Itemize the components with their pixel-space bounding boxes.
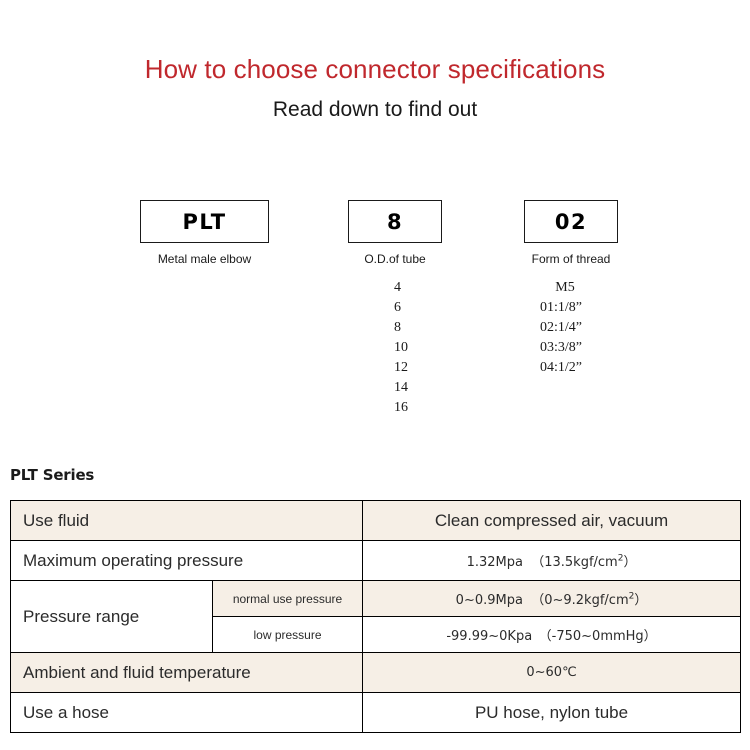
page-header: How to choose connector specifications R… (0, 0, 750, 121)
spec-value-suffix: ） (634, 593, 648, 608)
spec-value-mid: （0~9.2kgf/cm (531, 593, 629, 608)
table-row: Maximum operating pressure 1.32Mpa （13.5… (9, 540, 742, 581)
code-option: 02:1/4” (540, 320, 582, 335)
code-option: 03:3/8” (540, 340, 582, 355)
spec-value-suffix: ） (623, 555, 637, 570)
code-caption-tube: O.D.of tube (364, 252, 426, 266)
spec-value: 0~0.9Mpa （0~9.2kgf/cm2） (362, 580, 742, 617)
spec-value-sup: 2 (617, 553, 624, 564)
specification-table: Use fluid Clean compressed air, vacuum M… (9, 500, 742, 733)
table-row: Ambient and fluid temperature 0~60℃ (9, 652, 742, 693)
spec-value: -99.99~0Kpa （-750~0mmHg） (362, 616, 742, 653)
code-options-thread: M5 01:1/8” 02:1/4” 03:3/8” 04:1/2” (524, 266, 618, 378)
code-option: 12 (394, 360, 408, 375)
spec-label: Ambient and fluid temperature (9, 652, 364, 693)
page-title: How to choose connector specifications (144, 54, 606, 84)
spec-sublabel: normal use pressure (211, 580, 364, 617)
code-option: M5 (555, 280, 575, 295)
spec-value: 1.32Mpa （13.5kgf/cm2） (362, 540, 742, 581)
code-column-series: PLT Metal male elbow (140, 200, 269, 266)
spec-value: Clean compressed air, vacuum (362, 500, 742, 541)
spec-label: Use a hose (9, 692, 364, 733)
code-option: 8 (394, 320, 401, 335)
code-option: 01:1/8” (540, 300, 582, 315)
code-option: 14 (394, 380, 408, 395)
table-row: Pressure range normal use pressure 0~0.9… (10, 580, 742, 653)
code-value-thread: 02 (554, 209, 588, 234)
code-option: 10 (394, 340, 408, 355)
series-label: PLT Series (10, 466, 95, 484)
code-option: 4 (394, 280, 401, 295)
code-box-thread: 02 (524, 200, 618, 243)
spec-value: PU hose, nylon tube (362, 692, 742, 733)
code-box-series: PLT (140, 200, 269, 243)
code-value-tube: 8 (386, 209, 404, 234)
spec-value-sup: 2 (628, 591, 635, 602)
spec-value-prefix: 0~0.9Mpa (455, 593, 523, 608)
code-box-tube: 8 (348, 200, 442, 243)
code-column-thread: 02 Form of thread M5 01:1/8” 02:1/4” 03:… (524, 200, 618, 378)
code-value-series: PLT (182, 209, 227, 234)
spec-value-prefix: 1.32Mpa (466, 555, 523, 570)
code-column-tube: 8 O.D.of tube 4 6 8 10 12 14 16 (348, 200, 442, 418)
spec-label: Use fluid (9, 500, 364, 541)
code-caption-series: Metal male elbow (157, 252, 252, 266)
spec-label: Pressure range (10, 580, 213, 653)
table-row: Use fluid Clean compressed air, vacuum (9, 500, 742, 541)
table-row: Use a hose PU hose, nylon tube (9, 692, 742, 733)
spec-value-mid: （13.5kgf/cm (531, 555, 618, 570)
spec-sublabel: low pressure (211, 616, 364, 653)
code-caption-thread: Form of thread (531, 252, 611, 266)
spec-value: 0~60℃ (362, 652, 742, 693)
code-option: 16 (394, 400, 408, 415)
spec-label: Maximum operating pressure (9, 540, 364, 581)
code-options-tube: 4 6 8 10 12 14 16 (348, 266, 442, 418)
code-option: 04:1/2” (540, 360, 582, 375)
page-subtitle: Read down to find out (272, 97, 478, 121)
code-option: 6 (394, 300, 401, 315)
code-breakdown: PLT Metal male elbow 8 O.D.of tube 4 6 8… (0, 200, 750, 450)
